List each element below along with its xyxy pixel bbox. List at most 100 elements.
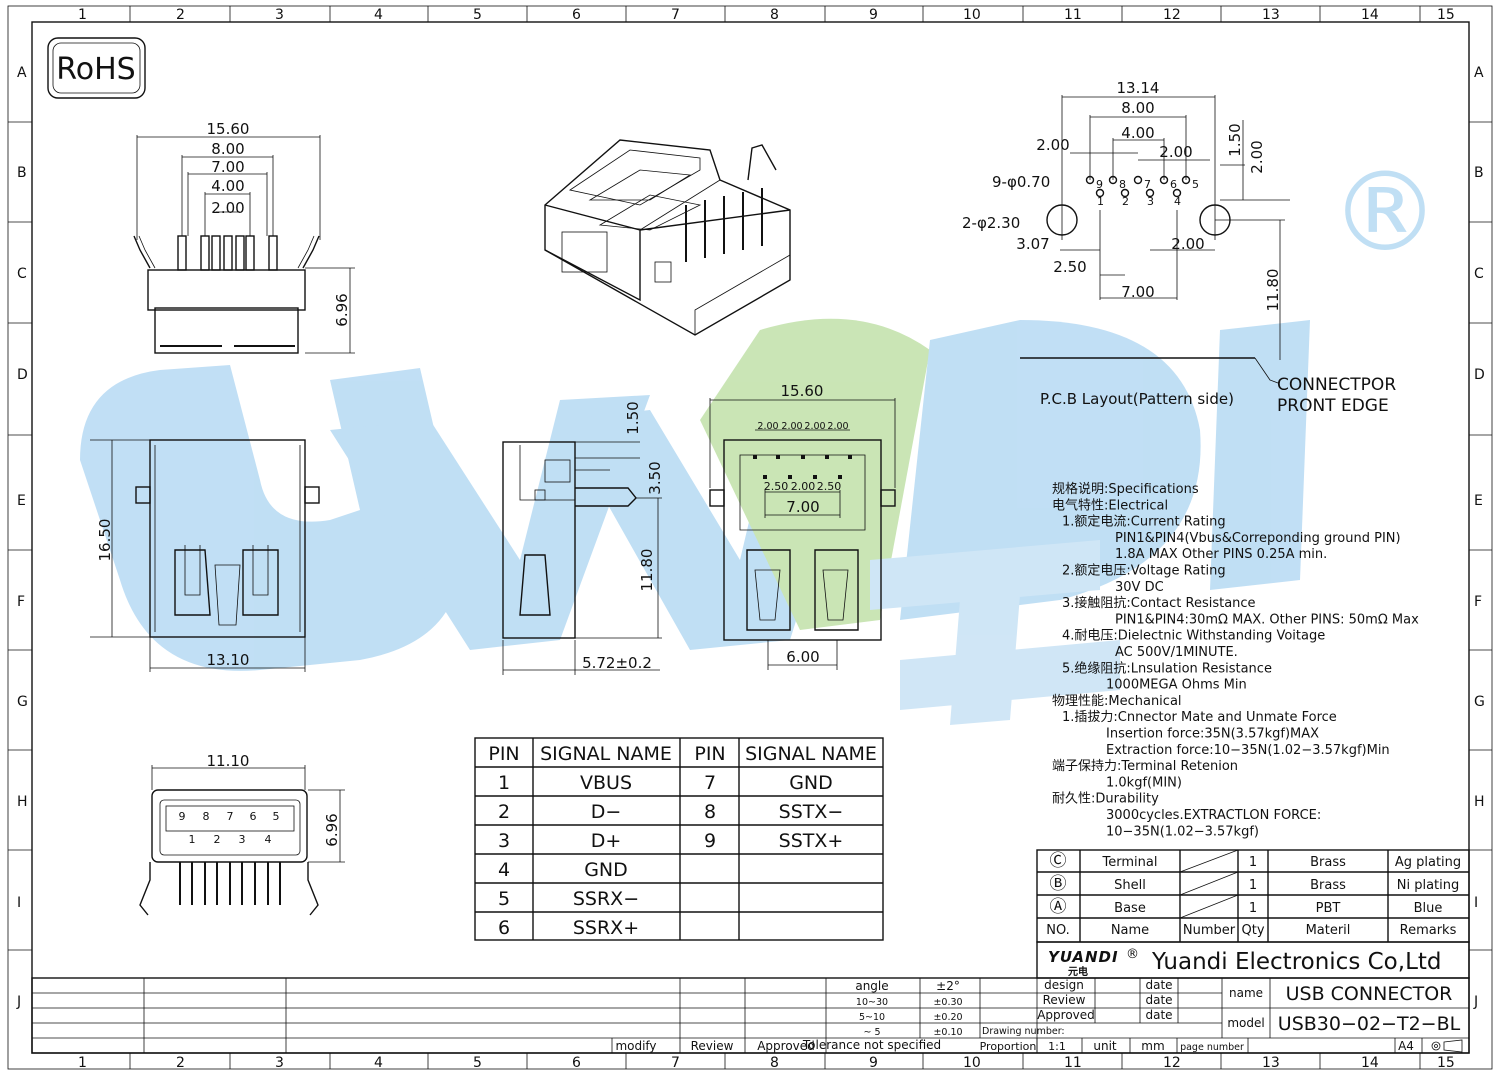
sheet-size: A4 xyxy=(1398,1039,1414,1053)
dim-rear-pitch-3: 2.00 xyxy=(804,421,825,432)
bom-header-no: NO. xyxy=(1046,923,1070,938)
spec-line: PIN1&PIN4:30mΩ MAX. Other PINS: 50mΩ Max xyxy=(1115,612,1419,627)
grid-col-1: 1 xyxy=(78,7,87,23)
design-date-label: date xyxy=(1145,978,1172,992)
grid-row-I-right: I xyxy=(1474,895,1478,911)
front-view-drawing: 15.60 8.00 7.00 4.00 2.00 6.96 xyxy=(133,120,355,354)
dim-7-00-rear: 7.00 xyxy=(786,498,819,516)
bom-header-qty: Qty xyxy=(1241,923,1264,938)
grid-row-J-right: J xyxy=(1473,994,1478,1010)
pcb-pin-5: 5 xyxy=(1192,178,1199,191)
pcb-dim-2-00-d: 2.00 xyxy=(1171,235,1204,253)
tolerance-range: 5~10 xyxy=(859,1012,885,1023)
grid-col-7-bottom: 7 xyxy=(671,1055,680,1071)
spec-line: PIN1&PIN4(Vbus&Correponding ground PIN) xyxy=(1115,531,1401,546)
unit-label: unit xyxy=(1093,1039,1117,1053)
bom-cell: 1 xyxy=(1249,878,1257,893)
pcb-dim-3-07: 3.07 xyxy=(1016,235,1049,253)
company-logo-reg: ® xyxy=(1126,947,1139,962)
bom-cell: Shell xyxy=(1114,878,1146,893)
pcb-pin-1: 1 xyxy=(1097,195,1104,208)
drawing-number-label: Drawing number: xyxy=(982,1026,1065,1037)
proportion-label: Proportion xyxy=(980,1040,1037,1053)
side-view-drawing: 1.50 3.50 11.80 5.72±0.2 xyxy=(502,401,664,675)
isometric-view-drawing xyxy=(544,139,791,336)
pcb-dim-2-00-c: 2.00 xyxy=(1248,140,1266,173)
grid-col-9-bottom: 9 xyxy=(869,1055,878,1071)
spec-line: 物理性能:Mechanical xyxy=(1052,694,1182,709)
bottom-pin-9: 9 xyxy=(179,810,186,823)
grid-col-2-bottom: 2 xyxy=(176,1055,185,1071)
dim-11-10: 11.10 xyxy=(207,752,250,770)
grid-row-H: H xyxy=(17,794,28,810)
bom-header-name: Name xyxy=(1111,923,1149,938)
grid-col-5-bottom: 5 xyxy=(473,1055,482,1071)
company-name: Yuandi Electronics Co,Ltd xyxy=(1151,949,1442,975)
grid-row-I: I xyxy=(17,895,21,911)
rohs-badge: RoHS xyxy=(47,37,146,99)
bom-cell: Brass xyxy=(1310,855,1346,870)
grid-row-labels-right: A B C D E F G H I J xyxy=(1473,65,1485,1010)
grid-row-B-right: B xyxy=(1474,165,1484,181)
bom-cell: Ni plating xyxy=(1397,878,1460,893)
spec-line: 2.额定电压:Voltage Rating xyxy=(1062,564,1226,579)
grid-col-11: 11 xyxy=(1064,7,1082,23)
dim-15-60-rear: 15.60 xyxy=(781,382,824,400)
pin-table-cell: SSTX− xyxy=(779,801,844,823)
grid-col-11-bottom: 11 xyxy=(1064,1055,1082,1071)
bottom-pin-2: 2 xyxy=(214,833,221,846)
bom-header-material: Materil xyxy=(1306,923,1351,938)
grid-col-6-bottom: 6 xyxy=(572,1055,581,1071)
grid-col-8: 8 xyxy=(770,7,779,23)
bottom-pin-6: 6 xyxy=(250,810,257,823)
pin-table-header-signal-1: SIGNAL NAME xyxy=(540,743,672,765)
grid-row-E-right: E xyxy=(1474,493,1483,509)
pcb-pin-9: 9 xyxy=(1096,178,1103,191)
pcb-pin-3: 3 xyxy=(1147,195,1154,208)
pin-table-cell: 9 xyxy=(704,830,716,852)
pcb-pin-7: 7 xyxy=(1144,178,1151,191)
grid-column-labels-bottom: 1 2 3 4 5 6 7 8 9 10 11 12 13 14 15 xyxy=(78,1055,1455,1071)
grid-row-A: A xyxy=(17,65,27,81)
pcb-dim-2-50: 2.50 xyxy=(1053,258,1086,276)
design-label: design xyxy=(1044,978,1084,992)
bom-cell: Brass xyxy=(1310,878,1346,893)
signoff-modify: modify xyxy=(615,1039,656,1053)
signoff-review: Review xyxy=(691,1039,734,1053)
bottom-pin-3: 3 xyxy=(239,833,246,846)
dim-rear-mid-1: 2.50 xyxy=(764,480,789,493)
pin-table-header-pin-2: PIN xyxy=(694,743,725,765)
pcb-dim-7-00: 7.00 xyxy=(1121,283,1154,301)
spec-line: 耐久性:Durability xyxy=(1052,792,1159,807)
grid-col-10: 10 xyxy=(963,7,981,23)
bom-cell: PBT xyxy=(1316,901,1341,916)
bom-cell: Ⓑ xyxy=(1050,874,1067,894)
tolerance-range: 10~30 xyxy=(856,997,888,1008)
bottom-pin-8: 8 xyxy=(203,810,210,823)
unit-value: mm xyxy=(1141,1039,1164,1053)
grid-col-14: 14 xyxy=(1361,7,1379,23)
spec-line: AC 500V/1MINUTE. xyxy=(1115,645,1238,660)
tolerance-value: ±0.10 xyxy=(933,1027,962,1038)
signoff-approved: Approved xyxy=(757,1039,815,1053)
spec-line: 电气特性:Electrical xyxy=(1052,497,1168,513)
grid-col-8-bottom: 8 xyxy=(770,1055,779,1071)
pcb-dim-2-00-a: 2.00 xyxy=(1036,136,1069,154)
dim-8-00-front: 8.00 xyxy=(211,140,244,158)
grid-row-E: E xyxy=(17,493,26,509)
grid-row-D-right: D xyxy=(1474,367,1485,383)
pin-table-cell: 6 xyxy=(498,917,510,939)
pin-table-cell: 1 xyxy=(498,772,510,794)
grid-row-F-right: F xyxy=(1474,594,1482,610)
pcb-layout-title: P.C.B Layout(Pattern side) xyxy=(1040,390,1234,408)
grid-col-1-bottom: 1 xyxy=(78,1055,87,1071)
bottom-view-drawing: 11.10 6.96 9 8 7 6 5 1 2 3 4 xyxy=(139,752,345,916)
spec-line: 1.插拔力:Cnnector Mate and Unmate Force xyxy=(1062,710,1337,725)
grid-row-A-right: A xyxy=(1474,65,1484,81)
dim-1-50-side: 1.50 xyxy=(624,401,642,434)
pin-table-cell: 4 xyxy=(498,859,510,881)
dim-6-96-bottom: 6.96 xyxy=(323,813,341,846)
connector-edge-label-1: CONNECTPOR xyxy=(1277,375,1396,395)
